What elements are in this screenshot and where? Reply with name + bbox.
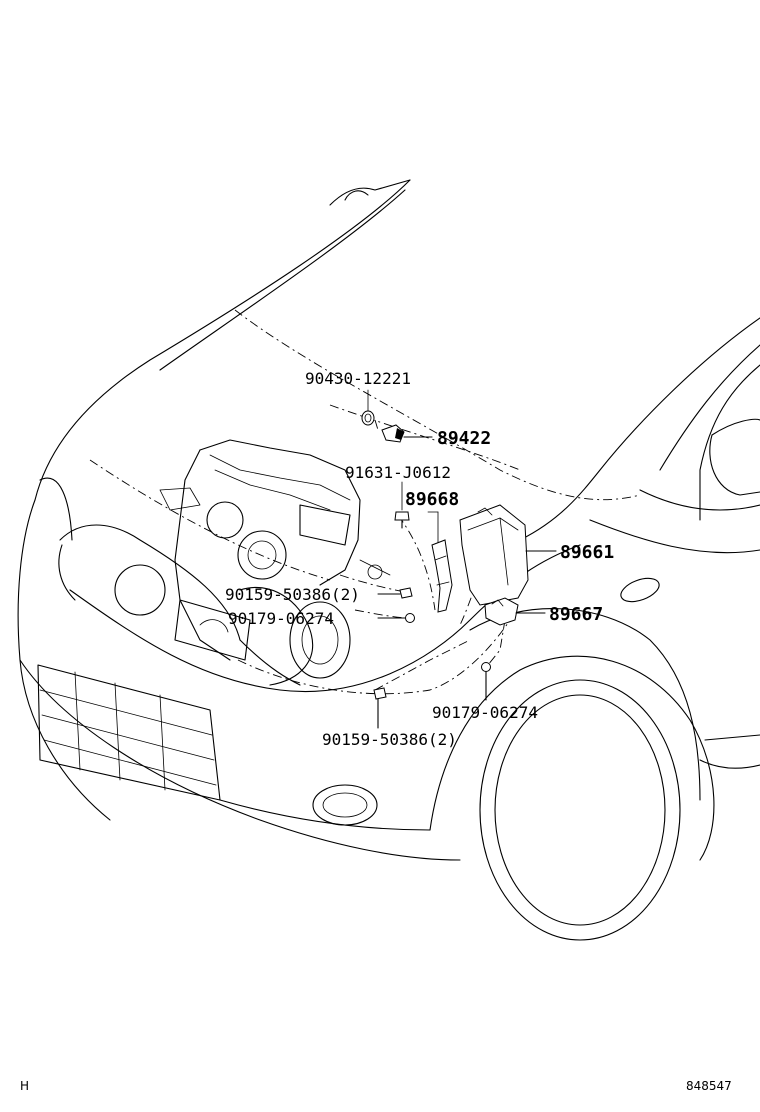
screw-part-b	[373, 687, 387, 729]
engine-assembly	[159, 439, 391, 686]
label-89422: 89422	[437, 428, 491, 449]
nut-part-b	[481, 662, 491, 701]
bracket-part	[427, 511, 453, 613]
label-91631-j0612: 91631-J0612	[345, 463, 451, 482]
sensor-part	[381, 424, 433, 443]
label-89668: 89668	[405, 489, 459, 510]
gasket-part	[361, 389, 375, 426]
label-90159-50386-b: 90159-50386(2)	[322, 730, 457, 749]
relay-part	[484, 597, 546, 626]
label-89661: 89661	[560, 542, 614, 563]
diagram-number: 848547	[686, 1079, 732, 1093]
part-labels: 90430-12221 89422 91631-J0612 89668 8966…	[225, 369, 614, 749]
vehicle-body-outline	[17, 179, 760, 941]
label-90179-06274-a: 90179-06274	[228, 609, 334, 628]
label-90159-50386-a: 90159-50386(2)	[225, 585, 360, 604]
label-90179-06274-b: 90179-06274	[432, 703, 538, 722]
reference-lines	[89, 309, 641, 695]
label-90430-12221: 90430-12221	[305, 369, 411, 388]
footer-left-mark: H	[20, 1079, 29, 1093]
label-89667: 89667	[549, 604, 603, 625]
ecu-part	[459, 504, 557, 606]
nut-part-a	[377, 613, 415, 623]
screw-part-a	[377, 587, 413, 599]
bolt-part	[394, 481, 410, 529]
